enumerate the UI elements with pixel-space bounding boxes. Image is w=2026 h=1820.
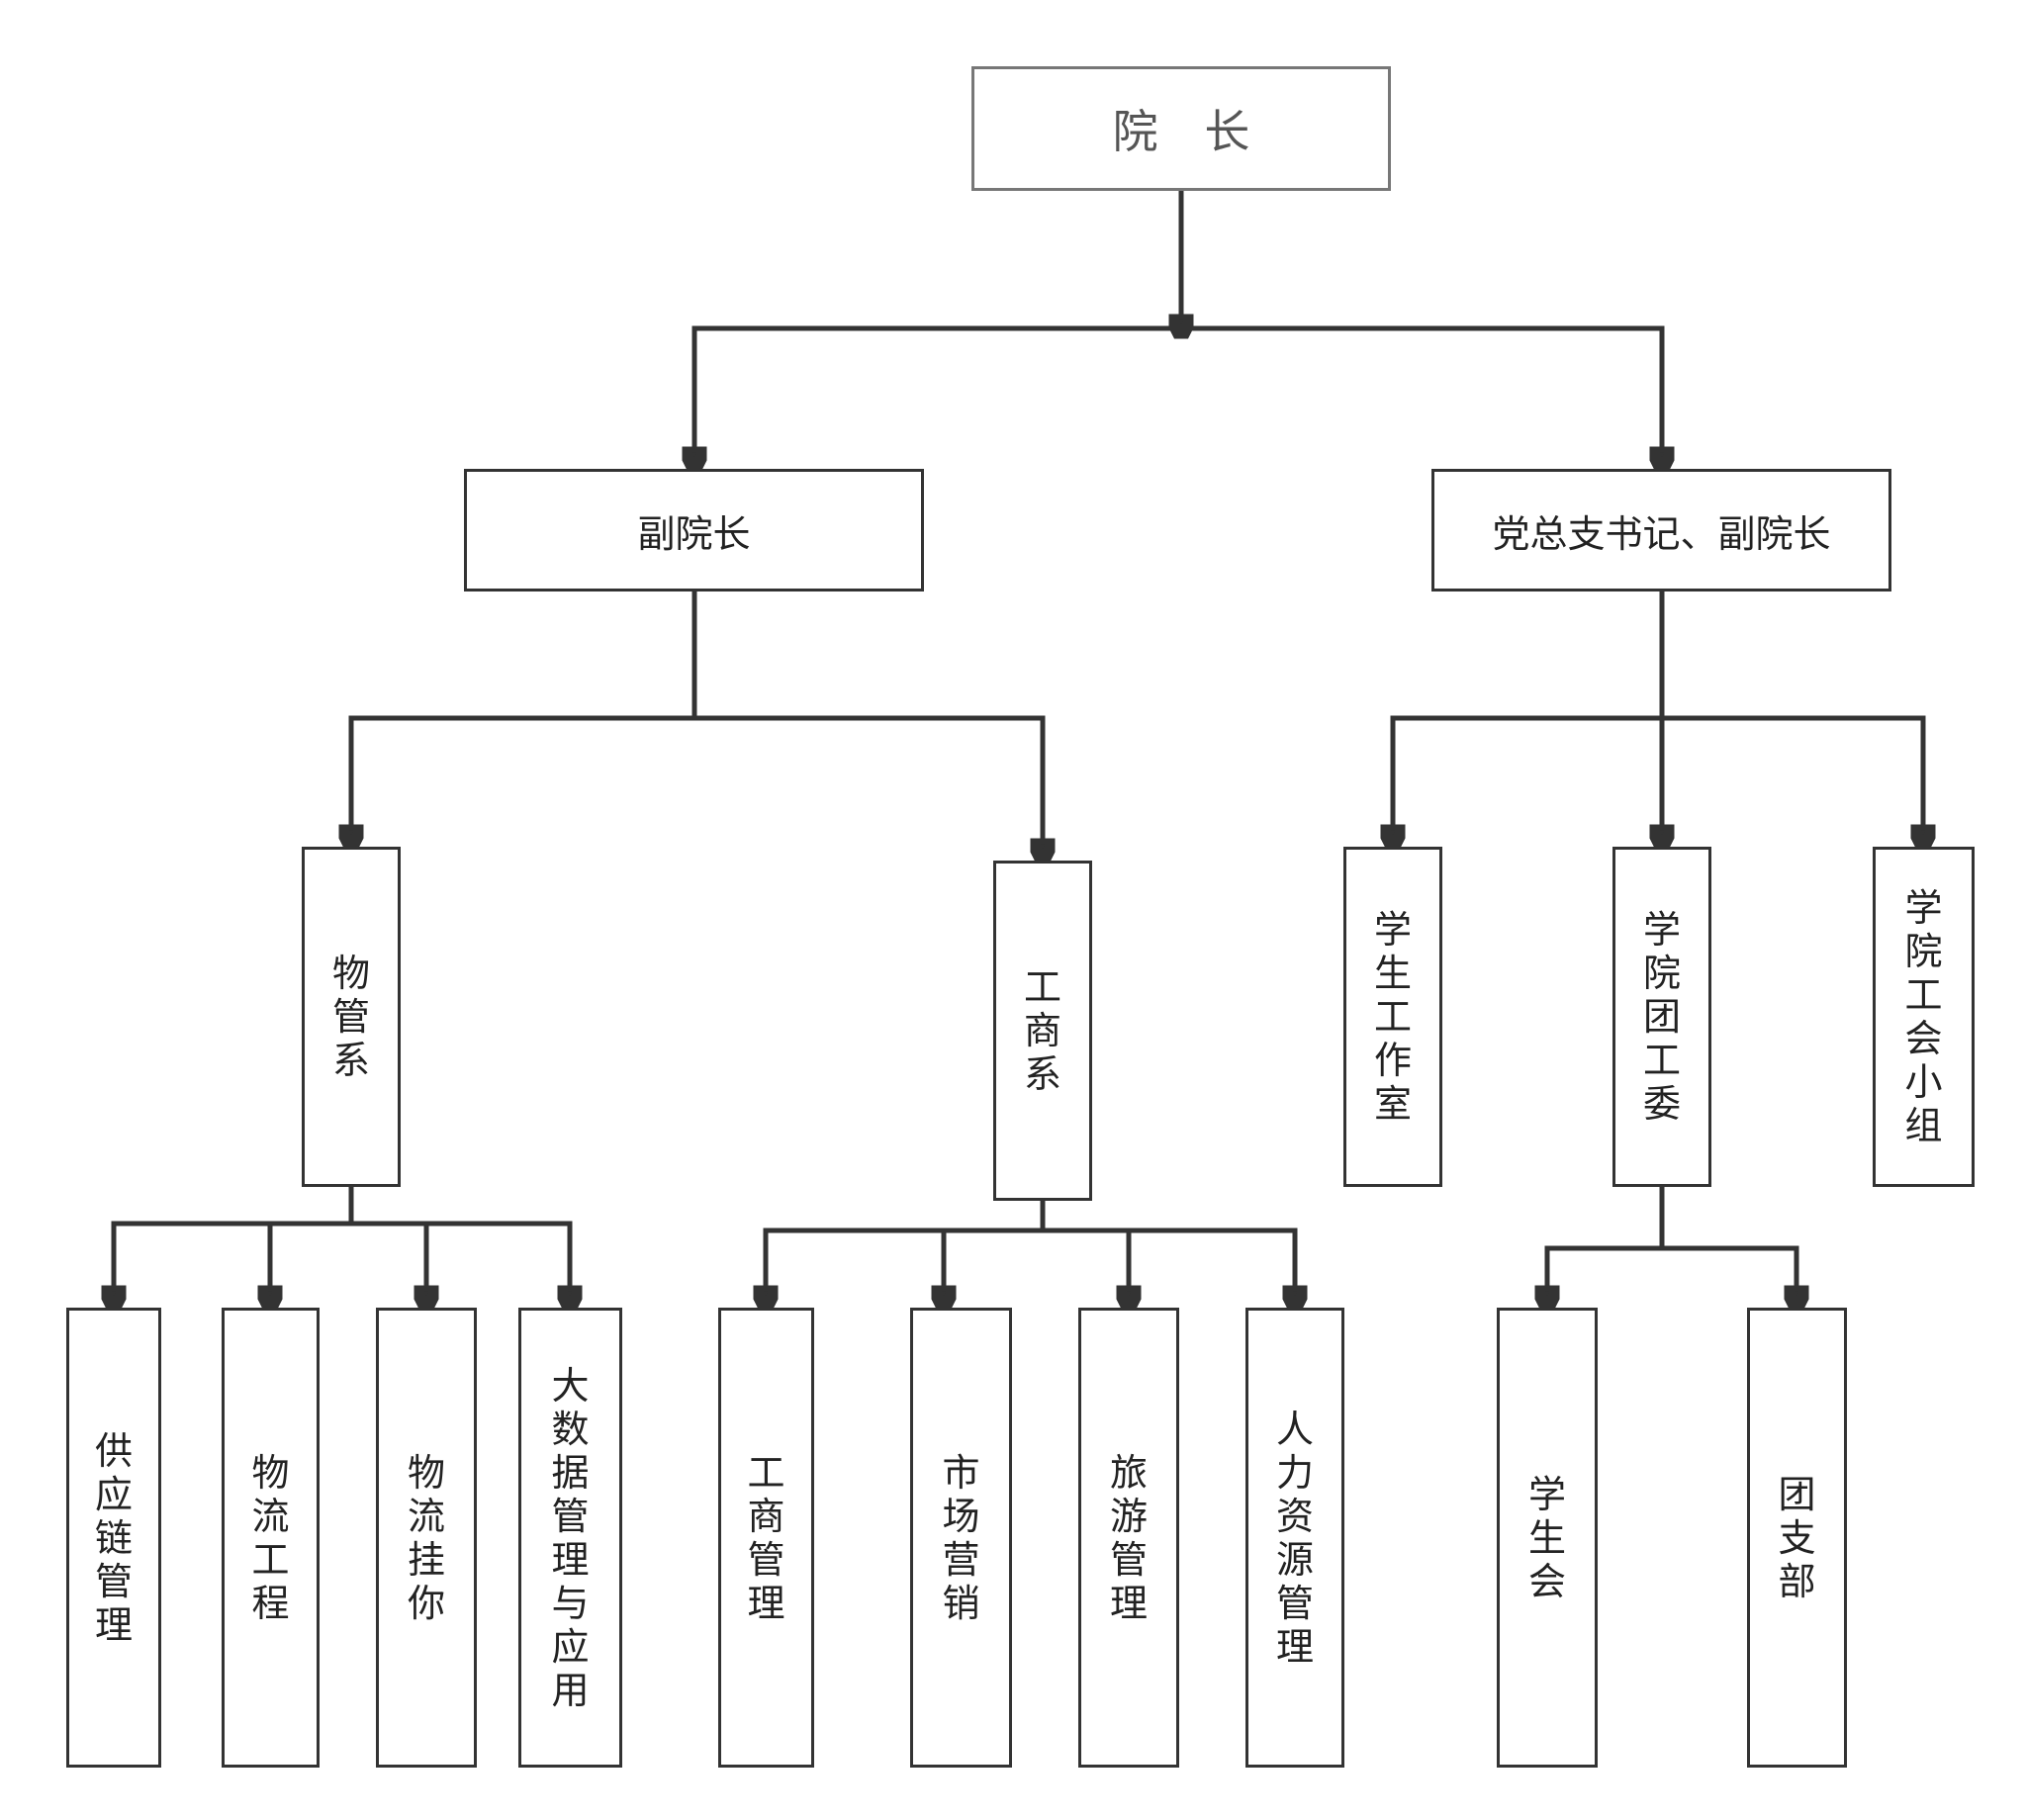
node-league-branch: 团支部 xyxy=(1747,1308,1847,1768)
node-student-work-office: 学生工作室 xyxy=(1343,847,1442,1187)
node-marketing-label: 市场营销 xyxy=(942,1450,980,1625)
edge-secretary-to-union-group xyxy=(1662,715,1923,847)
node-supply-chain-label: 供应链管理 xyxy=(95,1428,134,1647)
node-tourism: 旅游管理 xyxy=(1078,1308,1179,1768)
node-big-data-label: 大数据管理与应用 xyxy=(551,1363,590,1712)
node-dean-label: 院 长 xyxy=(1112,105,1266,158)
node-marketing: 市场营销 xyxy=(910,1308,1012,1768)
node-logistics-engineering: 物流工程 xyxy=(222,1308,320,1768)
node-trade-union-group-label: 学院工会小组 xyxy=(1904,886,1943,1147)
edge-secretary-to-student-office xyxy=(1393,715,1662,847)
node-supply-chain: 供应链管理 xyxy=(66,1308,161,1768)
node-dean: 院 长 xyxy=(971,66,1391,191)
edge-business-to-hr xyxy=(1129,1228,1295,1308)
node-human-resources-label: 人力资源管理 xyxy=(1276,1407,1315,1669)
node-logistics-dept-label: 物管系 xyxy=(332,952,371,1082)
node-human-resources: 人力资源管理 xyxy=(1245,1308,1344,1768)
edge-logistics-to-supply-chain xyxy=(114,1221,351,1308)
node-logistics-engineering-label: 物流工程 xyxy=(251,1450,290,1625)
node-big-data: 大数据管理与应用 xyxy=(518,1308,622,1768)
node-business-admin-label: 工商管理 xyxy=(747,1450,785,1625)
edge-vice-dean-to-business-dept xyxy=(694,715,1043,861)
node-youth-league-committee: 学院团工委 xyxy=(1612,847,1711,1187)
node-vice-dean-label: 副院长 xyxy=(637,511,751,556)
edge-league-to-branch xyxy=(1662,1245,1796,1308)
node-league-branch-label: 团支部 xyxy=(1778,1472,1816,1603)
node-trade-union-group: 学院工会小组 xyxy=(1873,847,1975,1187)
node-student-union-label: 学生会 xyxy=(1528,1472,1567,1603)
edge-dean-to-vice-dean xyxy=(694,325,1181,469)
edge-business-to-admin xyxy=(766,1228,1043,1308)
edge-logistics-to-guani xyxy=(351,1221,426,1308)
edge-dean-to-party-secretary xyxy=(1181,325,1662,469)
node-logistics-dept: 物管系 xyxy=(302,847,401,1187)
edge-league-to-student-union xyxy=(1547,1245,1662,1308)
edge-logistics-to-big-data xyxy=(426,1221,570,1308)
node-party-secretary: 党总支书记、副院长 xyxy=(1431,469,1891,592)
node-vice-dean: 副院长 xyxy=(464,469,924,592)
node-business-dept: 工商系 xyxy=(993,861,1092,1201)
node-logistics-guani-label: 物流挂你 xyxy=(408,1450,446,1625)
node-student-union: 学生会 xyxy=(1497,1308,1598,1768)
node-business-admin: 工商管理 xyxy=(718,1308,814,1768)
node-logistics-guani: 物流挂你 xyxy=(376,1308,477,1768)
edge-business-to-tourism xyxy=(1043,1228,1129,1308)
node-youth-league-committee-label: 学院团工委 xyxy=(1643,908,1682,1126)
edge-vice-dean-to-logistics-dept xyxy=(351,715,694,847)
node-tourism-label: 旅游管理 xyxy=(1110,1450,1149,1625)
node-business-dept-label: 工商系 xyxy=(1024,965,1062,1096)
node-student-work-office-label: 学生工作室 xyxy=(1374,908,1413,1126)
node-party-secretary-label: 党总支书记、副院长 xyxy=(1492,511,1831,556)
